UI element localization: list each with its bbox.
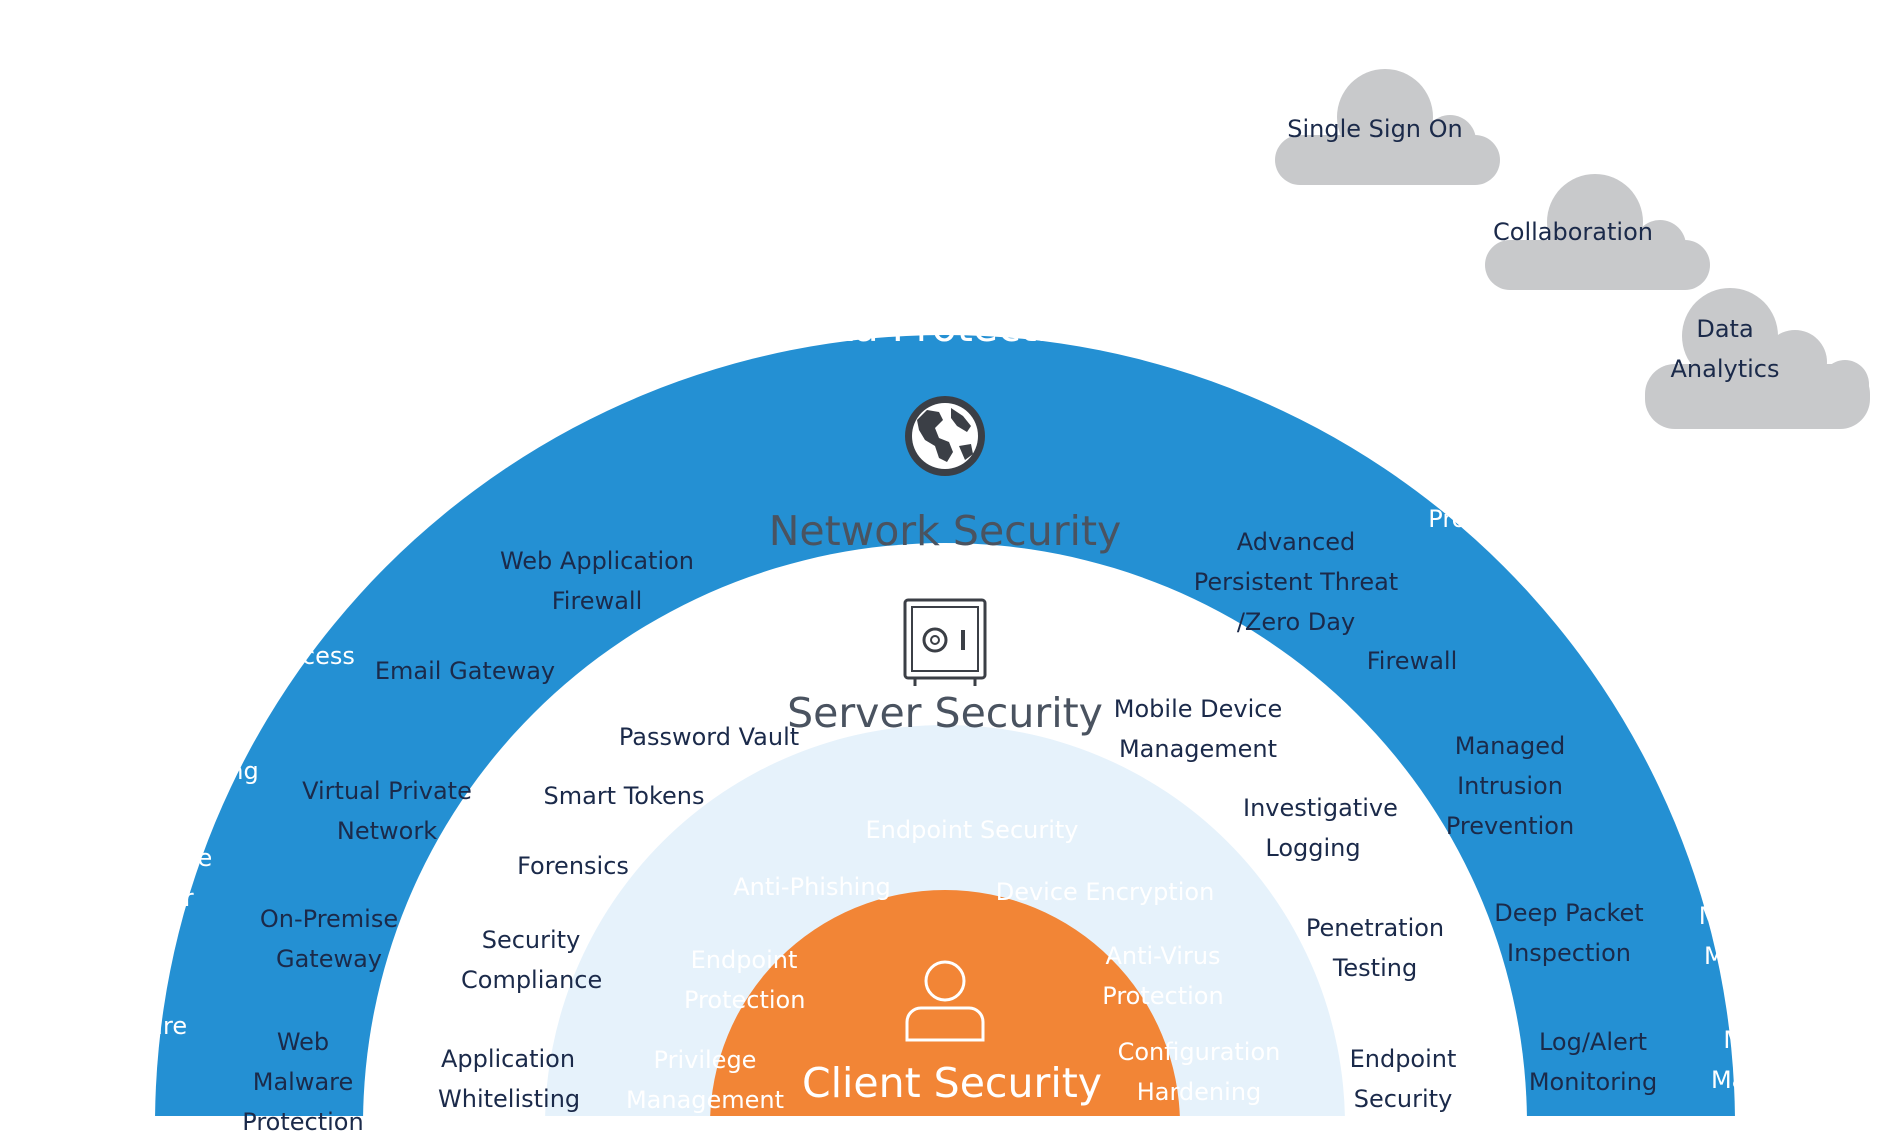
ss-item: Password Vault: [618, 723, 800, 751]
cs-item: Endpoint Security: [865, 816, 1079, 844]
ss-item: Smart Tokens: [543, 782, 705, 810]
ns-item: Firewall: [1366, 647, 1458, 675]
cloud-label-single-sign-on: Single Sign On: [1287, 115, 1463, 143]
security-layers-diagram: Single Sign On Collaboration Data Analyt…: [22, 69, 1870, 1136]
cloud-label-data-analytics: Data Analytics: [1670, 315, 1780, 383]
dp-item: Location/Device Based ACL: [344, 410, 536, 478]
dp-item: Cloud App Security: [1676, 768, 1800, 836]
dp-item: Mobile Access Management: [1698, 902, 1868, 970]
dp-item: Azure AD Seamless Single Sign-On (SSO): [496, 289, 730, 397]
dp-item: Metasploit: [1614, 660, 1740, 688]
dp-item: Azure AD Identity Protection: [1428, 425, 1550, 533]
ss-item: Endpoint Security: [1349, 1045, 1457, 1113]
ns-item: Web Application Firewall: [499, 547, 695, 615]
concentric-rings: [155, 69, 1870, 1116]
ns-item: Web Malware Protection: [242, 1028, 364, 1136]
safe-icon: [903, 598, 987, 686]
client-security-core: [710, 890, 1180, 1116]
ns-item: Log/Alert Monitoring: [1528, 1028, 1658, 1096]
network-security-title: Network Security: [768, 507, 1122, 555]
cs-item: Device Encryption: [995, 878, 1215, 906]
ns-item: Email Gateway: [374, 657, 556, 685]
ss-item: Penetration Testing: [1305, 914, 1445, 982]
cloud-shape: [1645, 288, 1870, 429]
dp-item: E-Mail Encryption: [1545, 539, 1675, 607]
dp-item: Data Loss Prevention: [1138, 266, 1267, 334]
client-security-title: Client Security: [801, 1059, 1103, 1107]
dp-item: Watermarking: [89, 757, 259, 785]
ns-item: On-Premise Gateway: [259, 905, 399, 973]
dp-item: Compliance Manager: [71, 844, 213, 912]
ns-item: Virtual Private Network: [302, 777, 472, 845]
lock-icon: [909, 170, 981, 274]
dp-item: Database Encryption: [1296, 316, 1426, 384]
cs-item: Configuration Hardening: [1117, 1038, 1281, 1106]
cs-item: Anti-Virus Protection: [1102, 942, 1224, 1010]
ns-item: Advanced Persistent Threat /Zero Day: [1193, 528, 1399, 636]
globe-icon: [905, 396, 985, 476]
dp-item: Public Key Infrastructure (PKI): [22, 972, 188, 1080]
ns-item: Managed Intrusion Prevention: [1445, 732, 1575, 840]
cloud-shape: [1485, 174, 1710, 290]
ss-item: Mobile Device Management: [1113, 695, 1283, 763]
dp-item: Cloud Visibility: [214, 541, 392, 569]
ss-item: Application Whitelisting: [438, 1045, 581, 1113]
cs-item: Anti-Phishing: [733, 873, 891, 901]
ss-item: Investigative Logging: [1243, 794, 1398, 862]
dp-item: Mobile App Management: [1710, 1026, 1870, 1094]
cs-item: Endpoint Protection: [684, 946, 806, 1014]
cloud-shape: [1275, 69, 1500, 185]
dp-item: Conditional Access: [129, 642, 355, 670]
user-icon: [905, 960, 985, 1042]
cloud-label-collaboration: Collaboration: [1493, 218, 1653, 246]
ss-item: Forensics: [517, 852, 629, 880]
ns-item: Deep Packet Inspection: [1494, 899, 1644, 967]
data-protection-title: Data Protection: [780, 303, 1100, 351]
server-security-title: Server Security: [787, 689, 1103, 737]
cs-item: Privilege Management: [625, 1046, 785, 1114]
ss-item: Security Compliance: [461, 926, 603, 994]
